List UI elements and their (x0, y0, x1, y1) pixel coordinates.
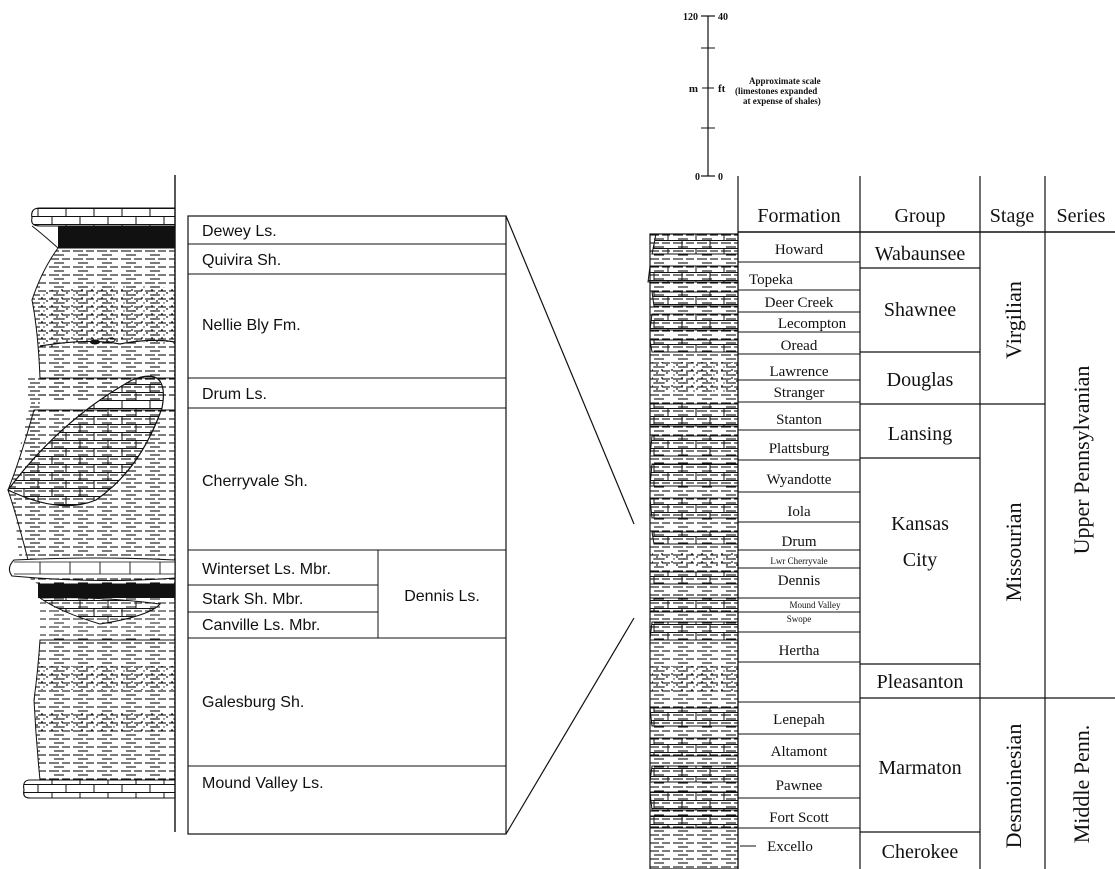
mound-valley-limestone-bed (23, 779, 176, 799)
stage-desmoinesian: Desmoinesian (1001, 724, 1026, 849)
header-stage: Stage (990, 205, 1035, 227)
group-lansing: Lansing (888, 423, 952, 445)
formation-deer-creek: Deer Creek (765, 295, 834, 311)
group-cherokee: Cherokee (882, 841, 959, 863)
scale-top-ft: 40 (718, 12, 728, 23)
scale-unit-ft: ft (718, 83, 726, 95)
formation-swope: Swope (787, 614, 812, 624)
series-upper-pennsylvanian: Upper Pennsylvanian (1069, 366, 1094, 555)
scale-bottom-ft: 0 (718, 172, 723, 183)
formation-plattsburg: Plattsburg (769, 441, 830, 457)
detail-lithology-column (7, 175, 176, 832)
group-city: City (903, 549, 937, 571)
scale-bar: 120 40 m ft 0 0 Approximate scale (limes… (683, 12, 821, 183)
detail-unit-0: Dewey Ls. (202, 223, 277, 240)
formation-fort-scott: Fort Scott (769, 810, 829, 826)
formation-howard: Howard (775, 242, 824, 258)
formation-lwr-cherryvale: Lwr Cherryvale (770, 556, 827, 566)
formation-dennis: Dennis (778, 573, 821, 589)
detail-unit-9: Mound Valley Ls. (202, 775, 324, 792)
stage-missourian: Missourian (1001, 503, 1026, 602)
scale-note-line1: Approximate scale (749, 76, 821, 86)
scale-top-m: 120 (683, 12, 698, 23)
nellie-bly-sandstone (40, 285, 175, 348)
general-column-table: Formation Group Stage Series (737, 176, 1115, 869)
group-douglas: Douglas (887, 369, 954, 391)
detail-unit-3: Drum Ls. (202, 386, 267, 403)
formation-drum: Drum (782, 534, 817, 550)
formation-excello: Excello (767, 839, 813, 855)
header-formation: Formation (757, 205, 840, 227)
group-wabaunsee: Wabaunsee (875, 243, 966, 265)
formation-wyandotte: Wyandotte (767, 472, 832, 488)
scale-note-line3: at expense of shales) (743, 96, 821, 106)
quivira-black-shale (58, 226, 175, 248)
scale-note-line2: (limestones expanded (735, 86, 817, 96)
scale-bottom-m: 0 (695, 172, 700, 183)
header-series: Series (1057, 205, 1106, 227)
formation-oread: Oread (781, 338, 818, 354)
formation-topeka: Topeka (749, 272, 793, 288)
formation-iola: Iola (787, 504, 811, 520)
detail-unit-5: Winterset Ls. Mbr. (202, 561, 331, 578)
header-group: Group (894, 205, 945, 227)
drum-limestone-lens (7, 375, 164, 507)
formation-lecompton: Lecompton (778, 316, 847, 332)
correlation-lines (505, 215, 635, 835)
group-marmaton: Marmaton (878, 757, 961, 779)
formation-mound-valley: Mound Valley (789, 600, 841, 610)
galesburg-sand-lower (36, 712, 175, 732)
detail-unit-table: Dewey Ls. Quivira Sh. Nellie Bly Fm. Dru… (187, 215, 507, 835)
scale-unit-m: m (689, 83, 698, 95)
detail-unit-7: Canville Ls. Mbr. (202, 617, 320, 634)
formation-hertha: Hertha (779, 643, 820, 659)
group-shawnee: Shawnee (884, 299, 956, 321)
stage-virgilian: Virgilian (1001, 281, 1026, 359)
stark-black-shale (38, 584, 175, 598)
group-pleasanton: Pleasanton (877, 671, 964, 693)
formation-lawrence: Lawrence (769, 364, 828, 380)
formation-pawnee: Pawnee (776, 778, 823, 794)
series-middle-penn: Middle Penn. (1069, 725, 1094, 844)
group-kansas: Kansas (891, 513, 949, 535)
detail-unit-6: Stark Sh. Mbr. (202, 591, 303, 608)
detail-unit-8: Galesburg Sh. (202, 694, 304, 711)
detail-unit-2: Nellie Bly Fm. (202, 317, 301, 334)
dewey-limestone-bed (31, 207, 176, 227)
formation-altamont: Altamont (771, 744, 828, 760)
galesburg-sand-upper (38, 666, 175, 690)
formation-lenepah: Lenepah (773, 712, 825, 728)
formation-stanton: Stanton (776, 412, 822, 428)
detail-unit-4: Cherryvale Sh. (202, 473, 308, 490)
detail-parent-formation: Dennis Ls. (404, 588, 480, 605)
galesburg-shale (33, 639, 176, 781)
formation-stranger: Stranger (774, 385, 825, 401)
detail-unit-1: Quivira Sh. (202, 252, 281, 269)
general-lithology-column (647, 233, 739, 869)
